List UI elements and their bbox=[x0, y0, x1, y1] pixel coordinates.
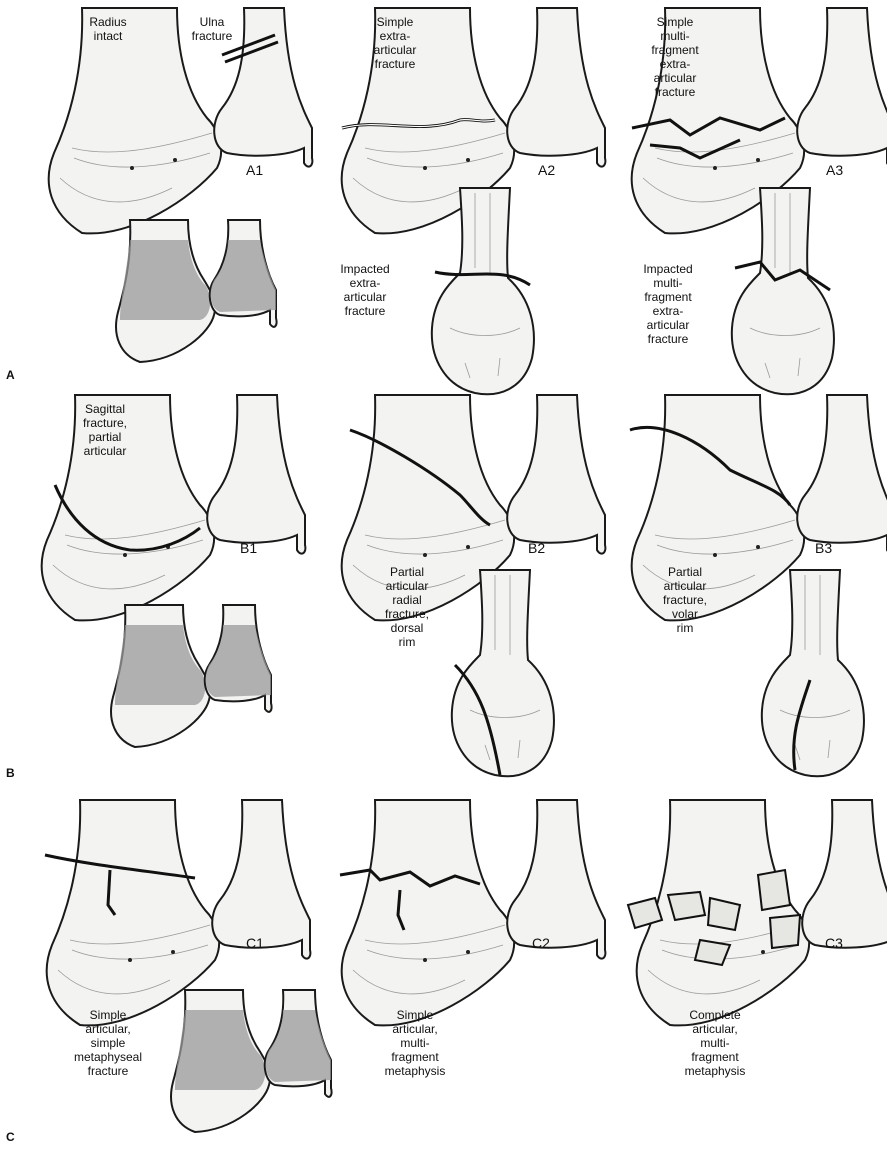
tag-b1: B1 bbox=[240, 540, 257, 556]
a1-radius-label: Radius intact bbox=[78, 15, 138, 43]
panel-c2-illustration bbox=[340, 800, 605, 1025]
a2-label: Simple extra- articular fracture bbox=[365, 15, 425, 71]
panel-a3-lateral-illustration bbox=[732, 188, 834, 394]
b3-label: Partial articular fracture, volar rim bbox=[650, 565, 720, 635]
panel-b2-lateral-illustration bbox=[452, 570, 554, 776]
a3-label: Simple multi- fragment extra- articular … bbox=[642, 15, 708, 99]
panel-c1-overview-illustration bbox=[171, 990, 331, 1132]
tag-c2: C2 bbox=[532, 935, 550, 951]
a3-lateral-label: Impacted multi- fragment extra- articula… bbox=[628, 262, 708, 346]
panel-b3-lateral-illustration bbox=[762, 570, 864, 776]
c2-label: Simple articular, multi- fragment metaph… bbox=[375, 1008, 455, 1078]
b2-label: Partial articular radial fracture, dorsa… bbox=[372, 565, 442, 649]
panel-b1-overview-illustration bbox=[111, 605, 271, 747]
tag-a1: A1 bbox=[246, 162, 263, 178]
tag-a2: A2 bbox=[538, 162, 555, 178]
tag-b2: B2 bbox=[528, 540, 545, 556]
section-c-letter: C bbox=[6, 1130, 15, 1144]
tag-c1: C1 bbox=[246, 935, 264, 951]
section-b-letter: B bbox=[6, 766, 15, 780]
tag-a3: A3 bbox=[826, 162, 843, 178]
c1-label: Simple articular, simple metaphyseal fra… bbox=[68, 1008, 148, 1078]
panel-c1-illustration bbox=[45, 800, 310, 1025]
c3-label: Complete articular, multi- fragment meta… bbox=[670, 1008, 760, 1078]
tag-b3: B3 bbox=[815, 540, 832, 556]
tag-c3: C3 bbox=[825, 935, 843, 951]
b1-label: Sagittal fracture, partial articular bbox=[70, 402, 140, 458]
a2-lateral-label: Impacted extra- articular fracture bbox=[325, 262, 405, 318]
panel-a2-lateral-illustration bbox=[432, 188, 534, 394]
panel-a1-overview-illustration bbox=[116, 220, 276, 362]
a1-ulna-label: Ulna fracture bbox=[182, 15, 242, 43]
section-a-letter: A bbox=[6, 368, 15, 382]
panel-c3-illustration bbox=[628, 800, 887, 1025]
